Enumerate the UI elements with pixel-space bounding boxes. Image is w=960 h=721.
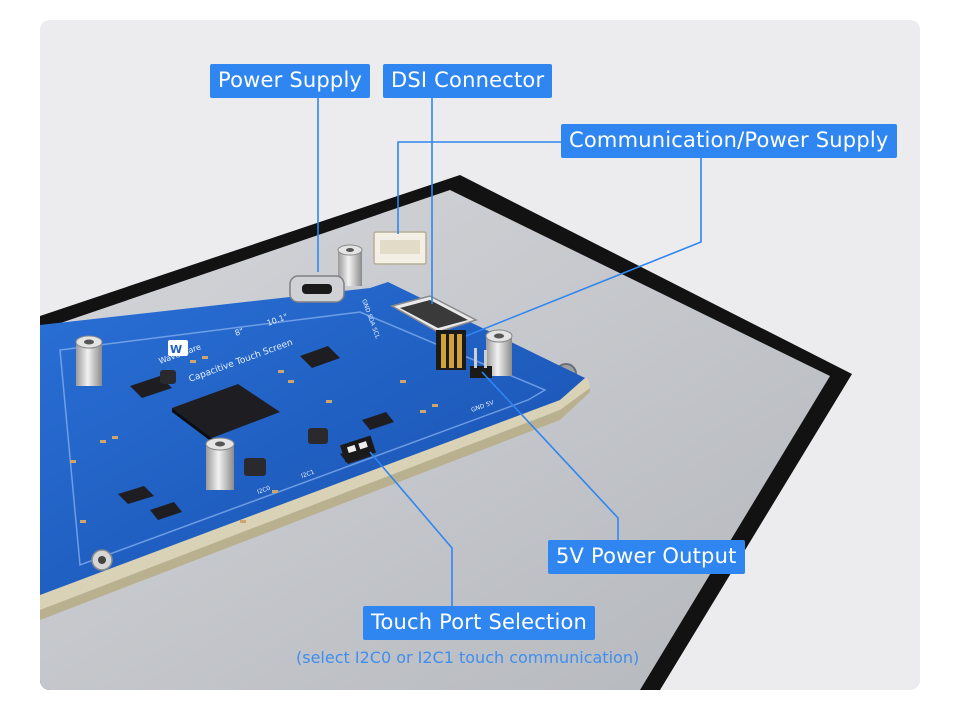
display-module-illustration: Waveshare Capacitive Touch Screen 10.1" …: [40, 175, 852, 690]
passive-components: [70, 356, 438, 523]
board-size-b: 8": [234, 326, 245, 337]
callout-touch-port-note: (select I2C0 or I2C1 touch communication…: [296, 648, 640, 667]
svg-text:W: W: [170, 343, 182, 356]
callout-touch-port-selection: Touch Port Selection: [363, 606, 596, 640]
waveshare-logo: W: [168, 340, 188, 356]
ic: [118, 486, 154, 504]
dip-switch: [340, 435, 376, 463]
callout-power-supply: Power Supply: [210, 64, 371, 98]
standoff: [205, 437, 235, 490]
ic: [150, 502, 182, 520]
board-i2c0: I2C0: [256, 485, 271, 496]
callout-5v-power-output: 5V Power Output: [548, 540, 745, 574]
ic: [300, 346, 340, 368]
pogo-pins: [436, 330, 466, 370]
callout-comm-power-supply: Communication/Power Supply: [561, 124, 897, 158]
product-photo: Waveshare Capacitive Touch Screen 10.1" …: [40, 20, 920, 690]
inductor: [244, 458, 266, 476]
board-i2c1: I2C1: [300, 469, 315, 480]
pcb-edge-shadow: [40, 388, 590, 620]
inductor: [308, 428, 328, 444]
ic: [362, 412, 394, 430]
main-chip: [172, 384, 280, 438]
inductor: [160, 370, 176, 384]
callout-dsi-connector: DSI Connector: [383, 64, 553, 98]
standoff: [337, 244, 363, 286]
standoff: [75, 335, 103, 386]
